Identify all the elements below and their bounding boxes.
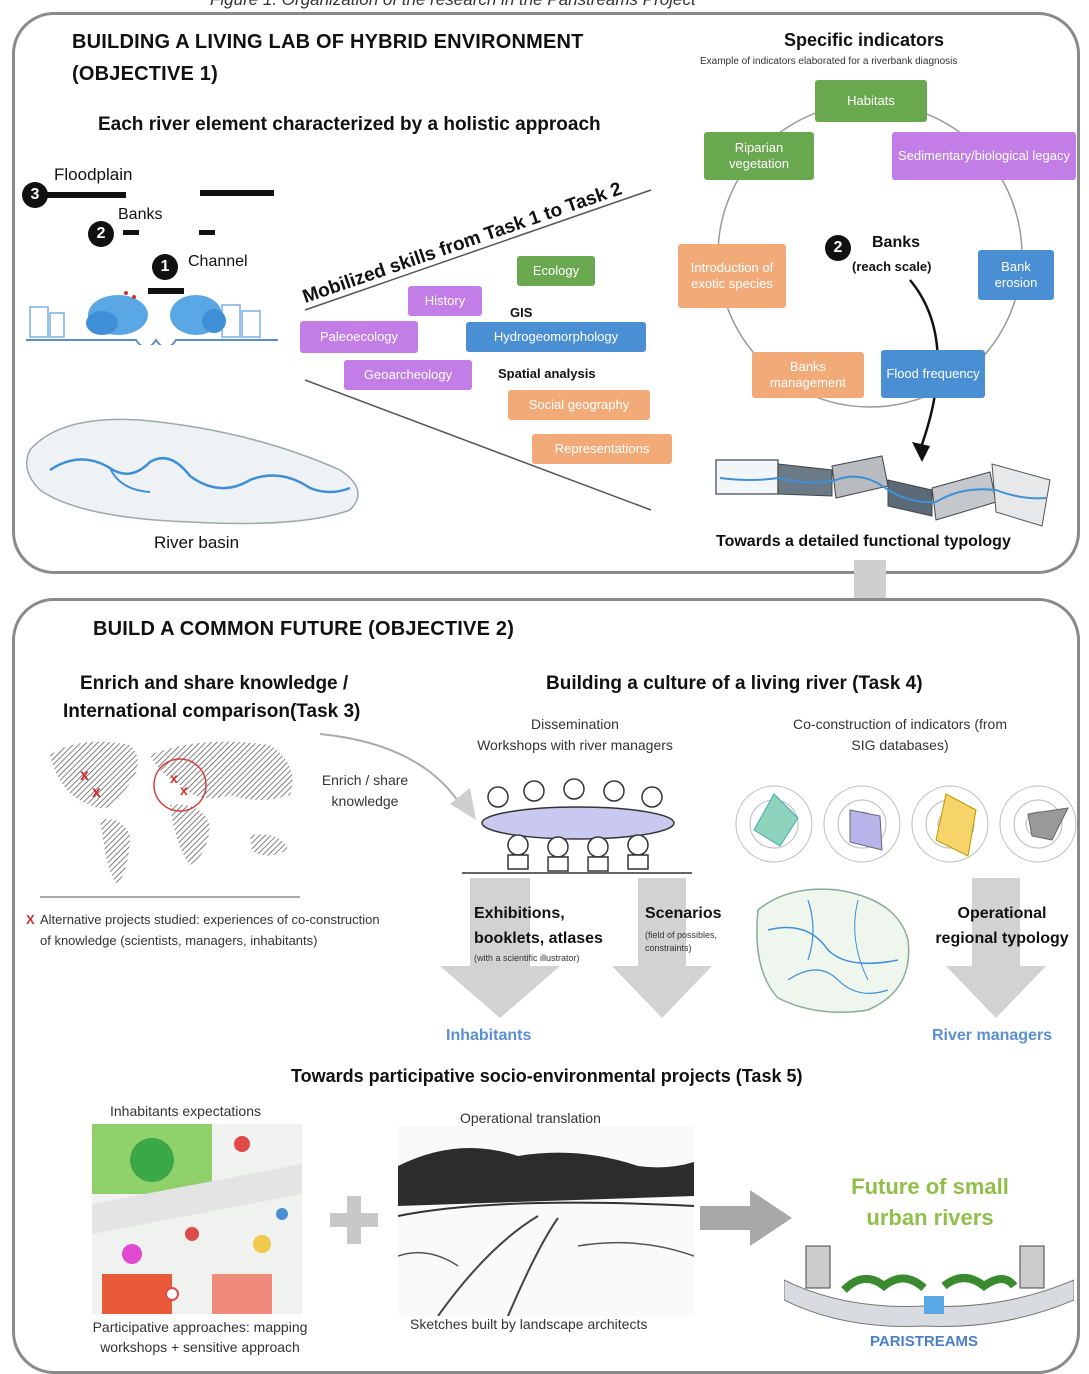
river-reach-segments [715, 455, 1051, 527]
arrow-scenarios [612, 878, 712, 1018]
world-map: x x x x [40, 741, 300, 898]
right-arrow [700, 1190, 792, 1246]
operational-line1: Operational [957, 905, 1047, 922]
alt-projects-marker: X [26, 912, 35, 927]
indicators-title: Specific indicators [784, 30, 945, 50]
floodplain-label: Floodplain [54, 165, 133, 184]
svg-text:x: x [180, 782, 188, 798]
indicators-subtitle: Example of indicators elaborated for a r… [700, 56, 958, 67]
skill-geoarcheology: Geoarcheology [344, 360, 472, 390]
banks-label: Banks [118, 206, 163, 223]
number-3-badge: 3 [22, 182, 48, 208]
landscape-sketch-illustration [398, 1126, 694, 1316]
scenarios-sub-line2: constraints) [645, 943, 692, 953]
alt-projects-line2: of knowledge (scientists, managers, inha… [40, 933, 318, 948]
reach-scale-label: (reach scale) [852, 259, 932, 274]
scenarios-sub-line1: (field of possibles, [645, 930, 718, 940]
enrich-heading-line2: International comparison(Task 3) [63, 701, 361, 722]
dissemination-line2: Workshops with river managers [477, 737, 673, 753]
bank-bar-left [123, 230, 139, 235]
workshop-illustration [462, 778, 692, 874]
svg-text:x: x [80, 767, 89, 784]
floodplain-bar-left [46, 192, 126, 198]
skill-gis: GIS [510, 305, 533, 320]
coconstruction-line1: Co-construction of indicators (from [793, 716, 1007, 732]
river-basin-map [25, 418, 359, 525]
radar-charts-illustration [735, 785, 1077, 863]
indicator-banks-management: Banks management [752, 352, 864, 398]
participative-map-illustration [92, 1124, 302, 1314]
inhabitants-label: Inhabitants [446, 1027, 532, 1044]
holistic-heading: Each river element characterized by a ho… [98, 114, 601, 135]
skill-social-geography: Social geography [508, 390, 650, 420]
figure-caption: Figure 1. Organization of the research i… [210, 0, 696, 10]
svg-text:x: x [170, 770, 178, 786]
indicator-bank-erosion: Bank erosion [978, 250, 1054, 300]
objective-2-title: BUILD A COMMON FUTURE (OBJECTIVE 2) [93, 618, 515, 640]
indicator-flood-frequency: Flood frequency [881, 350, 985, 398]
indicator-riparian: Riparian vegetation [704, 132, 814, 180]
exhibitions-line1: Exhibitions, [474, 905, 565, 922]
exhibitions-line3: (with a scientific illustrator) [474, 953, 580, 963]
inhabitants-expectations-label: Inhabitants expectations [110, 1103, 261, 1119]
enrich-share-line1: Enrich / share [321, 772, 409, 788]
river-basin-label: River basin [154, 533, 240, 552]
enrich-curved-arrow [319, 733, 476, 820]
skill-representations: Representations [532, 434, 672, 464]
culture-heading: Building a culture of a living river (Ta… [546, 673, 923, 694]
svg-text:x: x [92, 784, 101, 801]
river-cross-section-illustration [26, 291, 278, 345]
river-managers-label: River managers [932, 1027, 1053, 1044]
number-2-reach-badge: 2 [825, 235, 851, 261]
skill-ecology: Ecology [517, 256, 595, 286]
participative-approaches-line1: Participative approaches: mapping [92, 1319, 308, 1335]
exhibitions-line2: booklets, atlases [474, 930, 603, 947]
channel-label: Channel [188, 253, 248, 270]
dissemination-line1: Dissemination [531, 716, 619, 732]
operational-line2: regional typology [935, 930, 1069, 947]
coconstruction-line2: SIG databases) [851, 737, 949, 753]
alt-projects-line1: Alternative projects studied: experience… [40, 912, 380, 927]
skill-history: History [408, 286, 482, 316]
skills-wedge-lines [304, 189, 652, 511]
floodplain-bar-right [200, 190, 274, 196]
skill-hydrogeomorphology: Hydrogeomorphology [466, 322, 646, 352]
enrich-share-line2: knowledge [331, 793, 399, 809]
participative-heading: Towards participative socio-environmenta… [291, 1066, 803, 1086]
future-line2: urban rivers [866, 1205, 994, 1230]
objective-1-title-line1: BUILDING A LIVING LAB OF HYBRID ENVIRONM… [72, 31, 584, 53]
skill-spatial-analysis: Spatial analysis [498, 366, 596, 381]
channel-bar [148, 288, 184, 294]
participative-approaches-line2: workshops + sensitive approach [100, 1339, 300, 1355]
arrow-to-river-managers [946, 878, 1046, 1018]
indicator-sediment: Sedimentary/biological legacy [892, 132, 1076, 180]
typology-label: Towards a detailed functional typology [716, 533, 1011, 550]
banks-reach-label: Banks [872, 234, 921, 251]
indicator-exotic: Introduction of exotic species [678, 244, 786, 308]
scenarios-label: Scenarios [645, 905, 722, 922]
arrow-to-inhabitants [440, 878, 560, 1018]
operational-translation-label: Operational translation [460, 1110, 601, 1126]
regional-map [756, 888, 910, 1014]
bank-bar-right [199, 230, 215, 235]
number-1-badge: 1 [152, 254, 178, 280]
skill-paleoecology: Paleoecology [300, 321, 418, 353]
number-2-badge: 2 [88, 221, 114, 247]
paristreams-label: PARISTREAMS [870, 1333, 979, 1350]
indicator-habitats: Habitats [815, 80, 927, 122]
enrich-heading-line1: Enrich and share knowledge / [80, 673, 349, 694]
future-line1: Future of small [851, 1174, 1009, 1199]
plus-icon [330, 1196, 378, 1244]
objective-1-title-line2: (OBJECTIVE 1) [72, 63, 218, 85]
sketches-label: Sketches built by landscape architects [410, 1316, 648, 1332]
future-river-illustration [784, 1245, 1074, 1327]
